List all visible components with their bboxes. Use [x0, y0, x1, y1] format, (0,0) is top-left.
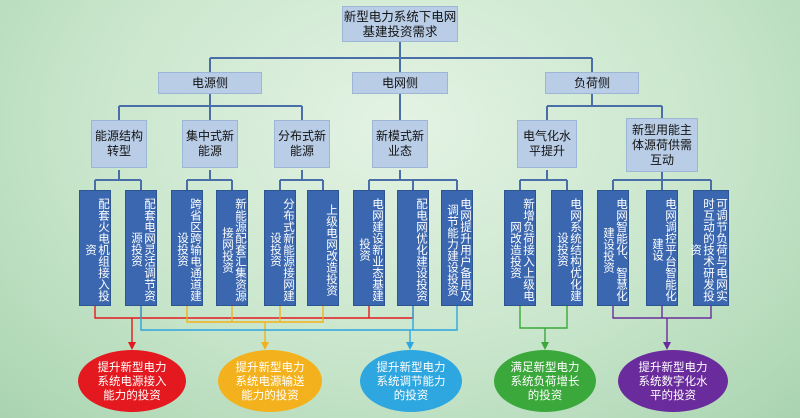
- outcome-load-growth: 满足新型电力系统负荷增长的投资: [494, 350, 596, 412]
- tree-connectors: [94, 42, 712, 190]
- level3-label: 配套电网灵活调节资源投资: [130, 197, 157, 302]
- outcome-connectors: [94, 306, 712, 346]
- level2-label: 新型用能主体源荷供需互动: [631, 122, 692, 167]
- level2-node-electrification: 电气化水平提升: [517, 120, 577, 168]
- level3-node: 配套电网灵活调节资源投资: [125, 190, 157, 306]
- level3-label: 可调节负荷与电网实时互动的技术研发投资: [689, 197, 729, 302]
- level2-node-source-load-interaction: 新型用能主体源荷供需互动: [626, 118, 698, 172]
- level3-label: 配电网优化建设投资: [415, 197, 429, 302]
- level3-node: 电网系统结构优化建设投资: [551, 190, 583, 306]
- arrowheads: [128, 342, 671, 350]
- level2-label: 能源结构转型: [94, 129, 143, 158]
- level3-label: 新能源配套汇集资源接网投资: [221, 197, 248, 302]
- level3-label: 配套火电机组接入投资: [84, 197, 111, 302]
- level3-node: 上级电网改造投资: [307, 190, 339, 306]
- root-node: 新型电力系统下电网基建投资需求: [342, 6, 458, 42]
- level3-label: 电网提升用户备用及调节能力建设投资: [446, 197, 473, 302]
- level3-node: 电网调控平台智能化建设: [646, 190, 678, 306]
- level3-label: 电网系统结构优化建设投资: [556, 197, 583, 302]
- level2-label: 新模式新业态: [375, 129, 424, 158]
- level3-label: 分布式新能源接网建设投资: [269, 197, 296, 302]
- level3-node: 配电网优化建设投资: [397, 190, 429, 306]
- level2-label: 电气化水平提升: [522, 129, 571, 158]
- level3-label: 电网建设新业态基建投资: [358, 197, 385, 302]
- outcome-regulation-capacity: 提升新型电力系统调节能力的投资: [360, 350, 462, 412]
- outcome-supply-access: 提升新型电力系统电源接入能力的投资: [78, 350, 186, 412]
- level3-node: 可调节负荷与电网实时互动的技术研发投资: [689, 190, 729, 306]
- outcome-label: 满足新型电力系统负荷增长的投资: [510, 360, 580, 402]
- level1-label: 负荷侧: [573, 75, 610, 90]
- level3-node: 电网提升用户备用及调节能力建设投资: [441, 190, 473, 306]
- level1-label: 电网侧: [381, 75, 418, 90]
- outcome-label: 提升新型电力系统电源接入能力的投资: [97, 360, 167, 402]
- outcome-digitalization: 提升新型电力系统数字化水平的投资: [618, 350, 728, 412]
- level3-node: 新增负荷接入上级电网改造投资: [504, 190, 536, 306]
- level2-label: 集中式新能源: [185, 129, 234, 158]
- level3-node: 新能源配套汇集资源接网投资: [216, 190, 248, 306]
- level1-node-grid-side: 电网侧: [352, 72, 448, 94]
- level2-node-centralized-renewables: 集中式新能源: [182, 120, 238, 168]
- level3-label: 电网调控平台智能化建设: [651, 197, 678, 302]
- level3-node: 配套火电机组接入投资: [79, 190, 111, 306]
- outcome-label: 提升新型电力系统调节能力的投资: [376, 360, 446, 402]
- level3-label: 电网智能化、智慧化建设投资: [602, 197, 629, 302]
- root-node-label: 新型电力系统下电网基建投资需求: [343, 9, 457, 39]
- level3-node: 分布式新能源接网建设投资: [264, 190, 296, 306]
- level2-label: 分布式新能源: [277, 129, 326, 158]
- outcome-supply-transmission: 提升新型电力系统电源输送能力的投资: [218, 350, 322, 412]
- level1-node-supply-side: 电源侧: [158, 72, 262, 94]
- level2-node-energy-transition: 能源结构转型: [91, 120, 147, 168]
- level3-label: 上级电网改造投资: [325, 203, 339, 296]
- level2-node-new-business-models: 新模式新业态: [372, 120, 428, 168]
- level2-node-distributed-renewables: 分布式新能源: [274, 120, 330, 168]
- level3-label: 新增负荷接入上级电网改造投资: [509, 197, 536, 302]
- level3-node: 电网智能化、智慧化建设投资: [597, 190, 629, 306]
- level3-label: 跨省区跨输电通道建设投资: [176, 197, 203, 302]
- level1-label: 电源侧: [191, 75, 228, 90]
- outcome-label: 提升新型电力系统电源输送能力的投资: [235, 360, 305, 402]
- level1-node-load-side: 负荷侧: [545, 72, 639, 94]
- level3-node: 电网建设新业态基建投资: [353, 190, 385, 306]
- level3-node: 跨省区跨输电通道建设投资: [171, 190, 203, 306]
- outcome-label: 提升新型电力系统数字化水平的投资: [638, 360, 708, 402]
